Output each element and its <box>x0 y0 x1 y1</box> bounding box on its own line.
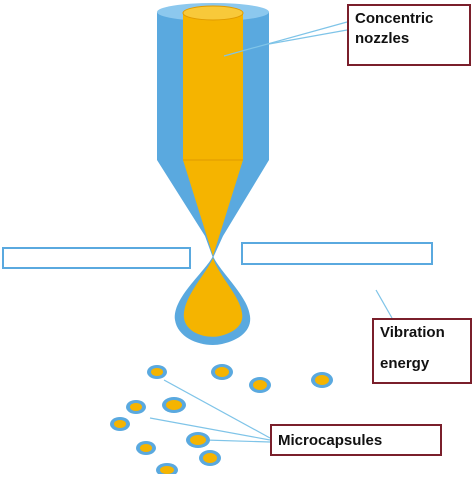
leader-nozzles-outer <box>268 29 348 45</box>
leader-nozzles-inner <box>223 21 348 57</box>
vibration-energy-label-line2: energy <box>380 355 430 372</box>
microcapsules <box>110 364 333 477</box>
microcapsule <box>136 441 156 455</box>
vibration-energy-label-line1: Vibration <box>380 324 445 341</box>
microcapsule <box>211 364 233 380</box>
microcapsules-label-text: Microcapsules <box>278 432 383 449</box>
forming-drop-core <box>183 258 243 337</box>
microcapsule <box>126 400 146 414</box>
microcapsule <box>186 432 210 448</box>
vibration-plate-right <box>241 242 433 265</box>
microcapsule <box>249 377 271 393</box>
microcapsule <box>199 450 221 466</box>
concentric-nozzles-label-line1: Concentric <box>355 10 434 27</box>
microcapsule <box>110 417 130 431</box>
leader-micro-3 <box>204 439 271 443</box>
leader-lines <box>149 21 393 443</box>
vibration-plate-left <box>2 247 191 269</box>
microcapsule <box>162 397 186 413</box>
leader-micro-1 <box>163 379 271 439</box>
vibration-energy-label: Vibration energy <box>372 318 472 384</box>
microcapsule <box>156 463 178 477</box>
microcapsules-label: Microcapsules <box>270 424 442 456</box>
concentric-nozzles-label: Concentric nozzles <box>347 4 471 66</box>
microcapsule <box>311 372 333 388</box>
inner-nozzle <box>183 13 243 256</box>
inner-nozzle-opening <box>182 5 244 21</box>
microcapsule <box>147 365 167 379</box>
leader-vibration <box>375 289 393 319</box>
concentric-nozzles-label-line2: nozzles <box>355 30 410 47</box>
leader-micro-2 <box>149 417 271 441</box>
